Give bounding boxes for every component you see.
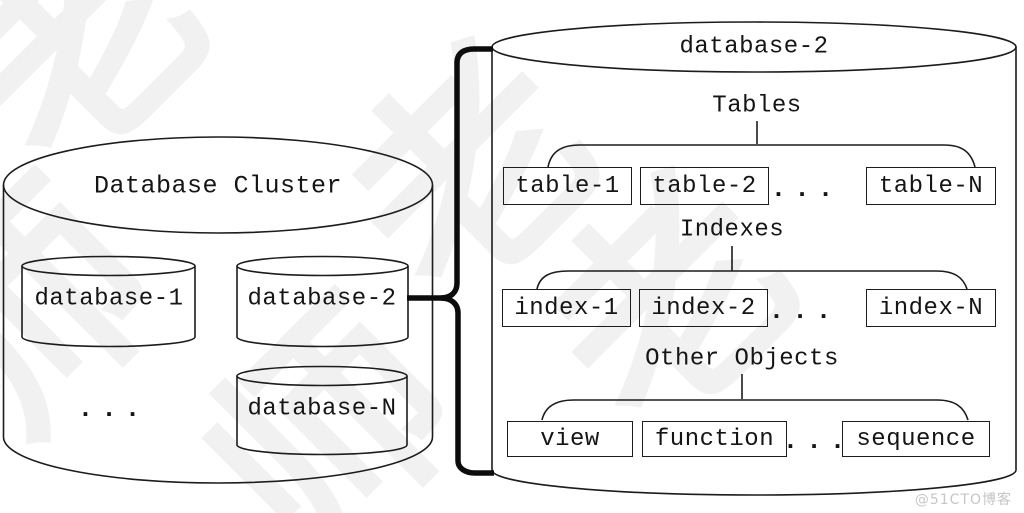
index-2-label: index-2 bbox=[651, 294, 756, 322]
table-1-box: table-1 bbox=[503, 167, 632, 205]
function-label: function bbox=[654, 425, 775, 453]
cluster-ellipsis: ... bbox=[77, 394, 149, 424]
tables-ellipsis: ... bbox=[770, 174, 842, 204]
indexes-bracket bbox=[536, 246, 968, 290]
section-label-indexes: Indexes bbox=[679, 216, 785, 244]
table-1-label: table-1 bbox=[515, 172, 620, 200]
index-n-label: index-N bbox=[878, 294, 984, 322]
indexes-ellipsis: ... bbox=[768, 296, 840, 326]
detail-title: database-2 bbox=[679, 33, 829, 61]
sequence-label: sequence bbox=[856, 425, 976, 453]
database-2-cylinder bbox=[236, 255, 409, 348]
section-label-tables: Tables bbox=[712, 92, 802, 120]
database-1-cylinder bbox=[21, 255, 196, 348]
view-label: view bbox=[540, 425, 600, 453]
cluster-title: Database Cluster bbox=[93, 171, 343, 201]
corner-watermark: @51CTO博客 bbox=[914, 492, 1012, 508]
table-n-box: table-N bbox=[866, 167, 996, 205]
other-objects-bracket bbox=[541, 374, 969, 421]
index-2-box: index-2 bbox=[639, 289, 768, 327]
database-2-label: database-2 bbox=[247, 285, 397, 313]
function-box: function bbox=[642, 421, 787, 457]
index-1-label: index-1 bbox=[514, 294, 619, 322]
expansion-brace bbox=[407, 46, 494, 476]
database-n-label: database-N bbox=[247, 395, 397, 423]
sequence-box: sequence bbox=[842, 421, 990, 457]
table-2-box: table-2 bbox=[640, 167, 769, 205]
tables-bracket bbox=[547, 121, 976, 168]
database-1-label: database-1 bbox=[34, 285, 184, 313]
other-objects-ellipsis: ... bbox=[782, 426, 854, 456]
table-2-label: table-2 bbox=[652, 172, 757, 200]
index-n-box: index-N bbox=[866, 289, 996, 327]
cluster-cylinder bbox=[2, 136, 434, 484]
view-box: view bbox=[507, 421, 633, 457]
index-1-box: index-1 bbox=[502, 289, 631, 327]
table-n-label: table-N bbox=[878, 172, 984, 200]
database-n-cylinder bbox=[236, 365, 408, 456]
section-label-other-objects: Other Objects bbox=[645, 345, 839, 373]
